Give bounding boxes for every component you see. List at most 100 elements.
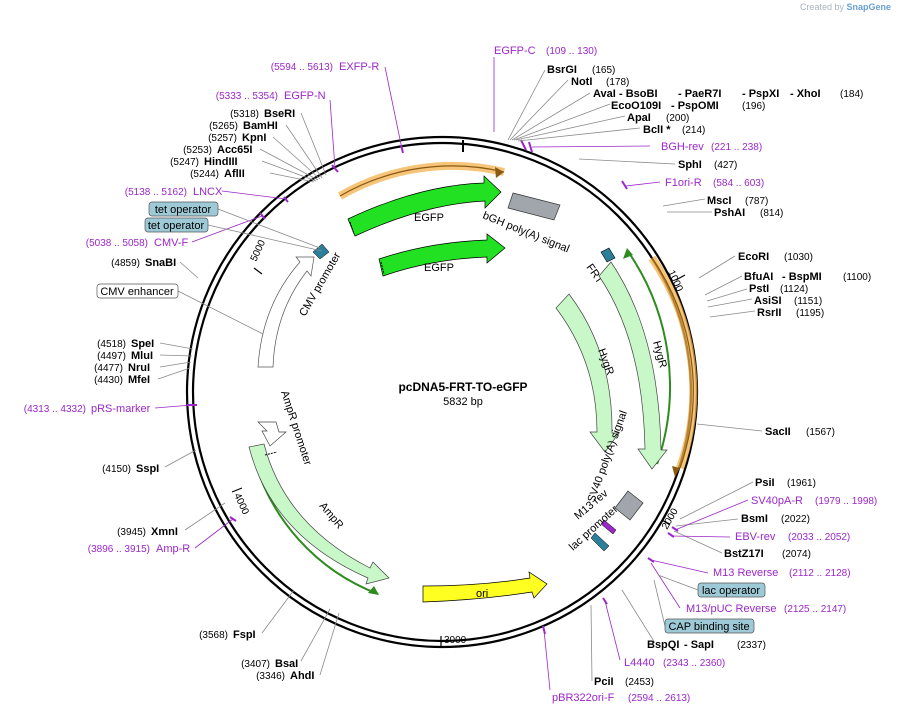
- site-box-tet-operator-2[interactable]: tet operator: [144, 217, 209, 233]
- primer-label-ebv-rev[interactable]: EBV-rev (2033 .. 2052): [735, 531, 850, 543]
- enzyme-label-ecori[interactable]: EcoRI (1030): [738, 251, 813, 263]
- sv40-polya-feature[interactable]: [614, 490, 644, 521]
- egfp-feature-2[interactable]: [378, 233, 506, 277]
- enzyme-label-bsrgi[interactable]: BsrGI (165): [547, 64, 615, 76]
- enzyme-name: BseRI: [264, 108, 295, 120]
- primer-range: (1979 .. 1998): [815, 496, 877, 507]
- primer-label-sv40pa-r[interactable]: SV40pA-R (1979 .. 1998): [751, 495, 877, 507]
- enzyme-name: BstZ17I: [724, 548, 764, 560]
- enzyme-pos: (4430): [94, 375, 123, 386]
- enzyme-label-fspi[interactable]: (3568) FspI: [199, 629, 256, 641]
- enzyme-label-bcli[interactable]: BclI * (214): [643, 124, 705, 136]
- enzyme-label-sphi[interactable]: SphI (427): [678, 159, 737, 171]
- enzyme-label-bsmi[interactable]: BsmI (2022): [741, 513, 810, 525]
- enzyme-label-pcii[interactable]: PciI (2453): [594, 676, 654, 688]
- egfp-feature-1[interactable]: [347, 175, 502, 237]
- enzyme-label-hindiii[interactable]: (5247) HindIII: [170, 156, 238, 168]
- enzyme-label-apai[interactable]: ApaI (200): [627, 112, 689, 124]
- enzyme-label-mfei[interactable]: (4430) MfeI: [94, 374, 150, 386]
- egfp-orf-arrowhead: [495, 167, 504, 178]
- site-box-cmv-enhancer[interactable]: CMV enhancer: [96, 283, 179, 299]
- enzyme-label-psti[interactable]: PstI (1124): [749, 283, 808, 295]
- hygr-feature-2[interactable]: [555, 293, 620, 453]
- enzyme-name: Acc65I: [217, 144, 252, 156]
- enzyme-pos: (184): [840, 89, 863, 100]
- enzyme-label-sacii[interactable]: SacII (1567): [765, 426, 835, 438]
- enzyme-label-rsrii[interactable]: RsrII (1195): [757, 307, 824, 319]
- enzyme-label-bamhi[interactable]: (5265) BamHI: [209, 120, 278, 132]
- enzyme-pos: (5244): [190, 169, 219, 180]
- enzyme-label-aflii[interactable]: (5244) AflII: [190, 168, 245, 180]
- enzyme-label-psii[interactable]: PsiI (1961): [755, 477, 816, 489]
- primer-range: (2112 .. 2128): [789, 568, 851, 579]
- enzyme-label-ecoo109i[interactable]: EcoO109I - PspOMI (196): [611, 100, 765, 112]
- primer-leaders: [154, 57, 749, 691]
- primer-name: EGFP-C: [494, 45, 536, 57]
- enzyme-label-ahdi[interactable]: (3346) AhdI: [256, 670, 314, 682]
- primer-label-egfp-n[interactable]: (5333 .. 5354) EGFP-N: [216, 90, 326, 102]
- enzyme-label-acc65i[interactable]: (5253) Acc65I: [183, 144, 252, 156]
- primer-range: (221 .. 238): [711, 142, 762, 153]
- primer-label-pbr322ori-f[interactable]: pBR322ori-F (2594 .. 2613): [552, 692, 690, 704]
- primer-label-prs-marker[interactable]: (4313 .. 4332) pRS-marker: [24, 403, 151, 415]
- ori-feature[interactable]: [422, 571, 548, 603]
- enzyme-label-pshai[interactable]: PshAI (814): [714, 207, 783, 219]
- enzyme-name: AflII: [224, 168, 245, 180]
- enzyme-label-spei[interactable]: (4518) SpeI: [97, 338, 154, 350]
- tet-operator-feature[interactable]: [312, 243, 330, 260]
- enzyme-label-sspi[interactable]: (4150) SspI: [102, 463, 159, 475]
- primer-label-egfp-c[interactable]: EGFP-C (109 .. 130): [494, 45, 597, 57]
- primer-label-m13-puc-reverse[interactable]: M13/pUC Reverse (2125 .. 2147): [686, 603, 846, 615]
- primer-label-cmv-f[interactable]: (5038 .. 5058) CMV-F: [86, 237, 189, 249]
- enzyme-name: BsaI: [275, 658, 298, 670]
- enzyme-label-noti[interactable]: NotI (178): [571, 76, 629, 88]
- primer-label-l4440[interactable]: L4440 (2343 .. 2360): [624, 657, 725, 669]
- enzyme-label-bsai[interactable]: (3407) BsaI: [241, 658, 298, 670]
- hygr-feature-1[interactable]: [598, 261, 668, 470]
- enzyme-name: SphI: [678, 159, 702, 171]
- frt-feature[interactable]: [600, 247, 616, 263]
- enzyme-pos: (4518): [97, 339, 126, 350]
- primer-name: EGFP-N: [284, 90, 326, 102]
- cmv-enhancer-feature[interactable]: [257, 256, 315, 368]
- primer-name: pBR322ori-F: [552, 692, 615, 704]
- tick-label-5000: 5000: [249, 238, 269, 263]
- enzyme-label-avai[interactable]: AvaI - BsoBI - PaeR7I - PspXI - XhoI (18…: [593, 88, 863, 100]
- primer-label-exfp-r[interactable]: (5594 .. 5613) EXFP-R: [271, 61, 380, 73]
- primer-range: (5038 .. 5058): [86, 238, 148, 249]
- tick-label-4000: 4000: [231, 492, 251, 517]
- enzyme-label-msci[interactable]: MscI (787): [707, 195, 768, 207]
- enzyme-pos: (427): [714, 160, 737, 171]
- enzyme-alt-name: - PspXI: [742, 88, 779, 100]
- egfp-orf-arc-line: [339, 165, 505, 197]
- enzyme-label-nrui[interactable]: (4477) NruI: [94, 362, 150, 374]
- bgh-polya-feature[interactable]: [507, 192, 561, 221]
- primer-label-lncx[interactable]: (5138 .. 5162) LNCX: [125, 186, 223, 198]
- enzyme-label-xmni[interactable]: (3945) XmnI: [117, 526, 178, 538]
- mark-lncx: [283, 196, 289, 203]
- enzyme-label-bseri[interactable]: (5318) BseRI: [230, 108, 295, 120]
- enzyme-pos: (1195): [796, 308, 824, 319]
- enzyme-label-snabi[interactable]: (4859) SnaBI: [111, 257, 176, 269]
- enzyme-label-bstz17i[interactable]: BstZ17I (2074): [724, 548, 811, 560]
- lac-promoter-feature[interactable]: [590, 532, 610, 552]
- primer-name: EBV-rev: [735, 531, 776, 543]
- ampr-feature[interactable]: [248, 443, 390, 585]
- site-box-tet-operator-1[interactable]: tet operator: [148, 201, 219, 217]
- site-box-lac-operator[interactable]: lac operator: [697, 582, 766, 598]
- enzyme-label-bfuai[interactable]: BfuAI - BspMI (1100): [744, 271, 871, 283]
- enzyme-label-asisi[interactable]: AsiSI (1151): [754, 295, 822, 307]
- enzyme-label-mlui[interactable]: (4497) MluI: [97, 350, 153, 362]
- primer-range: (584 .. 603): [713, 178, 764, 189]
- site-box-cap-binding-site[interactable]: CAP binding site: [664, 618, 755, 634]
- primer-label-f1ori-r[interactable]: F1ori-R (584 .. 603): [665, 177, 764, 189]
- mark-egfp-c: [520, 139, 527, 151]
- enzyme-pos: (165): [592, 65, 615, 76]
- ampr-promoter-feature[interactable]: [257, 421, 287, 447]
- enzyme-label-bspqi[interactable]: BspQI - SapI (2337): [647, 639, 766, 651]
- m13-rev-feature[interactable]: [600, 519, 617, 535]
- primer-label-amp-r[interactable]: (3896 .. 3915) Amp-R: [88, 543, 191, 555]
- primer-label-bgh-rev[interactable]: BGH-rev (221 .. 238): [661, 141, 762, 153]
- enzyme-label-kpni[interactable]: (5257) KpnI: [208, 132, 266, 144]
- primer-label-m13-reverse[interactable]: M13 Reverse (2112 .. 2128): [713, 567, 851, 579]
